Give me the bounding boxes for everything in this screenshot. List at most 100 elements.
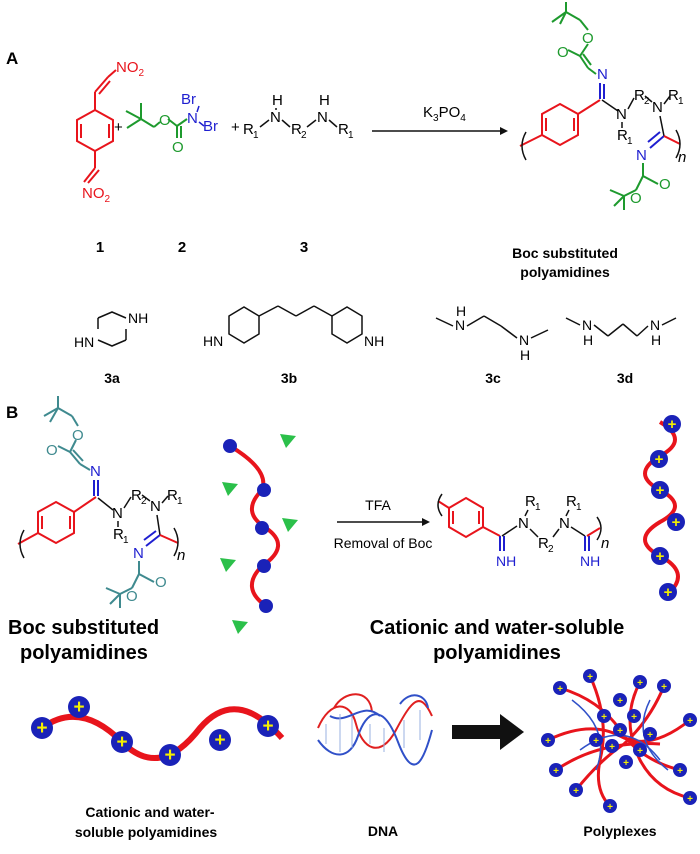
svg-text:+: + <box>36 718 47 739</box>
compound-1-structure <box>76 69 117 184</box>
nbr-nitrogen: N <box>187 110 198 127</box>
dna-illustration <box>317 693 433 766</box>
svg-text:N: N <box>270 109 281 126</box>
nitro-group-bottom: NO2 <box>82 185 111 205</box>
svg-text:N: N <box>112 505 123 522</box>
svg-text:+: + <box>672 514 681 531</box>
amine-3c-structure: H N N H <box>435 303 549 363</box>
svg-text:O: O <box>126 588 138 605</box>
svg-text:N: N <box>597 66 608 83</box>
plus-sign-1: + <box>114 119 123 136</box>
svg-text:+: + <box>164 745 175 766</box>
svg-text:+: + <box>262 716 273 737</box>
amine-label-3d: 3d <box>617 370 633 386</box>
svg-text:N: N <box>455 317 465 333</box>
svg-text:+: + <box>656 482 665 499</box>
product-a-caption-line2: polyamidines <box>520 264 610 280</box>
svg-text:+: + <box>587 672 593 683</box>
svg-text:+: + <box>573 786 579 797</box>
svg-text:1: 1 <box>627 136 633 147</box>
svg-text:N: N <box>652 99 663 116</box>
svg-text:1: 1 <box>123 535 129 546</box>
arrow-head <box>500 714 524 750</box>
svg-text:n: n <box>601 535 609 552</box>
svg-text:+: + <box>617 726 623 737</box>
svg-text:HN: HN <box>74 334 94 350</box>
cationic-polymer-cartoon-vertical: + + + + + + <box>643 415 685 601</box>
cationic-polymer-cartoon-horizontal: + + + + + + <box>31 696 285 766</box>
arrow-shaft <box>452 725 500 739</box>
svg-text:R: R <box>566 493 577 510</box>
svg-text:R: R <box>291 121 302 138</box>
bottom-caption-polymer-line2: soluble polyamidines <box>75 824 218 840</box>
amine-3d-structure: N H N H <box>565 317 677 348</box>
svg-text:2: 2 <box>644 96 650 107</box>
svg-text:+: + <box>631 712 637 723</box>
bromine-top: Br <box>181 91 196 108</box>
amine-label-3b: 3b <box>281 370 297 386</box>
svg-text:n: n <box>177 547 185 564</box>
svg-text:+: + <box>601 712 607 723</box>
svg-text:+: + <box>609 742 615 753</box>
amine-label-3c: 3c <box>485 370 501 386</box>
svg-text:+: + <box>553 766 559 777</box>
boc-polymer-structure: O O N N R 2 N R 1 R 1 <box>17 396 185 608</box>
svg-text:N: N <box>616 106 627 123</box>
svg-text:+: + <box>637 678 643 689</box>
svg-text:O: O <box>155 574 167 591</box>
svg-text:+: + <box>668 416 677 433</box>
svg-text:+: + <box>647 730 653 741</box>
svg-text:1: 1 <box>177 496 183 507</box>
svg-text:O: O <box>46 442 58 459</box>
svg-text:+: + <box>664 584 673 601</box>
svg-text:H: H <box>456 303 466 319</box>
svg-text:O: O <box>659 176 671 193</box>
svg-text:O: O <box>630 190 642 207</box>
svg-text:O: O <box>582 30 594 47</box>
svg-text:+: + <box>607 802 613 813</box>
svg-text:+: + <box>637 746 643 757</box>
svg-text:+: + <box>545 736 551 747</box>
product-a-caption-line1: Boc substituted <box>512 245 618 261</box>
bottom-caption-polyplexes: Polyplexes <box>583 823 656 839</box>
compound-2-structure <box>125 103 188 138</box>
svg-text:N: N <box>559 515 570 532</box>
svg-text:R: R <box>668 87 679 104</box>
charge-bead <box>650 415 685 601</box>
svg-text:N: N <box>650 317 660 333</box>
polyplex-illustration: ++ ++ ++ ++ ++ ++ ++ ++ ++ ++ <box>541 669 697 813</box>
svg-text:O: O <box>72 427 84 444</box>
svg-text:N: N <box>133 545 144 562</box>
svg-text:1: 1 <box>348 130 354 141</box>
carbonyl-oxygen: O <box>172 139 184 156</box>
boc-caption-line2: polyamidines <box>20 642 148 664</box>
svg-text:N: N <box>150 498 161 515</box>
svg-text:N: N <box>518 515 529 532</box>
svg-text:NH: NH <box>496 553 516 569</box>
panel-label-a: A <box>6 49 18 68</box>
svg-text:2: 2 <box>301 130 307 141</box>
boc-oxygen: O <box>159 112 171 129</box>
svg-text:N: N <box>636 147 647 164</box>
compound-3-structure: R 1 N H R 2 N H R 1 <box>243 92 354 141</box>
svg-text:+: + <box>73 697 84 718</box>
svg-text:+: + <box>617 696 623 707</box>
svg-text:+: + <box>593 736 599 747</box>
cationic-polymer-structure: NH N R 1 R 2 N R 1 NH n <box>437 493 609 569</box>
svg-text:+: + <box>655 451 664 468</box>
nitro-group-top: NO2 <box>116 59 145 79</box>
panel-label-b: B <box>6 403 18 422</box>
svg-text:H: H <box>520 347 530 363</box>
svg-text:NH: NH <box>580 553 600 569</box>
svg-text:H: H <box>583 332 593 348</box>
svg-text:R: R <box>617 127 628 144</box>
svg-text:+: + <box>116 732 127 753</box>
removal-label: Removal of Boc <box>334 535 433 551</box>
svg-text:N: N <box>582 317 592 333</box>
cationic-caption-line1: Cationic and water-soluble <box>370 617 624 639</box>
svg-text:2: 2 <box>548 544 554 555</box>
svg-text:R: R <box>538 535 549 552</box>
svg-text:R: R <box>167 487 178 504</box>
compound-number-1: 1 <box>96 239 104 256</box>
boc-polymer-cartoon <box>220 434 298 634</box>
